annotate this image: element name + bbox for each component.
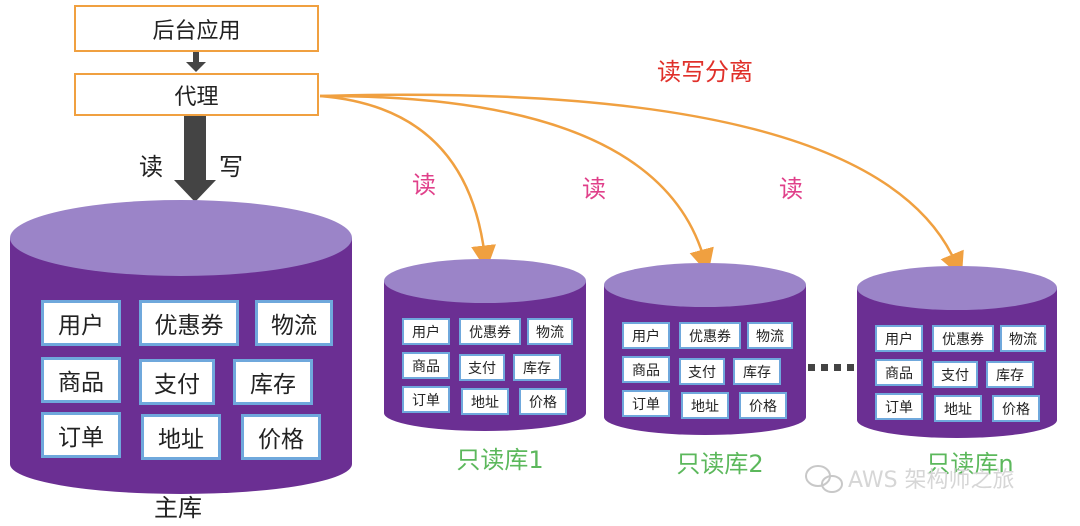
r1-table-inventory: 库存 <box>513 354 561 381</box>
r2-table-product: 商品 <box>622 356 670 383</box>
r2-table-payment: 支付 <box>679 358 725 385</box>
r2-table-logistics: 物流 <box>747 322 793 349</box>
rn-table-address: 地址 <box>934 395 982 422</box>
r1-table-order: 订单 <box>402 386 450 413</box>
replica-2-label: 只读库2 <box>676 449 764 478</box>
rn-table-logistics: 物流 <box>1000 325 1046 352</box>
rn-table-price: 价格 <box>992 395 1040 422</box>
main-read-label: 读 <box>139 152 163 181</box>
master-table-inventory: 库存 <box>233 359 313 405</box>
read-arrow-replica-n <box>319 93 964 278</box>
master-table-user: 用户 <box>41 300 121 346</box>
master-table-address: 地址 <box>141 414 221 460</box>
r2-table-order: 订单 <box>622 390 670 417</box>
master-table-payment: 支付 <box>139 359 215 405</box>
rn-table-payment: 支付 <box>932 361 978 388</box>
rn-table-coupon: 优惠券 <box>932 325 994 352</box>
master-table-price: 价格 <box>241 414 321 460</box>
read-arrow-replica-1 <box>319 94 497 271</box>
replica-n-read-label: 读 <box>779 174 803 203</box>
r1-table-payment: 支付 <box>459 354 505 381</box>
ellipsis-dots <box>808 364 854 371</box>
replica-2-read-label: 读 <box>582 174 606 203</box>
master-table-order: 订单 <box>41 412 121 458</box>
r2-table-inventory: 库存 <box>733 358 781 385</box>
rn-table-product: 商品 <box>875 359 923 386</box>
watermark-text: AWS 架构师之旅 <box>848 468 1015 493</box>
master-db-label: 主库 <box>154 493 202 522</box>
replica-1-label: 只读库1 <box>456 445 544 474</box>
r2-table-price: 价格 <box>739 392 787 419</box>
proxy-box: 代理 <box>74 73 319 116</box>
replica-1-read-label: 读 <box>412 170 436 199</box>
proxy-to-master-arrow <box>174 116 216 202</box>
master-table-logistics: 物流 <box>255 300 333 346</box>
r1-table-user: 用户 <box>402 318 450 345</box>
master-table-product: 商品 <box>41 357 121 403</box>
rn-table-inventory: 库存 <box>986 361 1034 388</box>
r2-table-address: 地址 <box>681 392 729 419</box>
r1-table-address: 地址 <box>461 388 509 415</box>
master-table-coupon: 优惠券 <box>139 300 239 346</box>
wechat-watermark-icon <box>805 465 843 493</box>
rn-table-order: 订单 <box>875 393 923 420</box>
r1-table-product: 商品 <box>402 352 450 379</box>
r1-table-logistics: 物流 <box>527 318 573 345</box>
r1-table-coupon: 优惠券 <box>459 318 521 345</box>
read-write-separation-title: 读写分离 <box>657 57 753 86</box>
main-write-label: 写 <box>219 152 243 181</box>
r2-table-user: 用户 <box>622 322 670 349</box>
replica-n-label: 只读库n <box>926 449 1014 478</box>
rn-table-user: 用户 <box>875 325 923 352</box>
r2-table-coupon: 优惠券 <box>679 322 741 349</box>
backend-app-box: 后台应用 <box>74 5 319 52</box>
r1-table-price: 价格 <box>519 388 567 415</box>
app-to-proxy-arrow <box>186 52 206 72</box>
read-arrow-replica-2 <box>319 94 714 275</box>
